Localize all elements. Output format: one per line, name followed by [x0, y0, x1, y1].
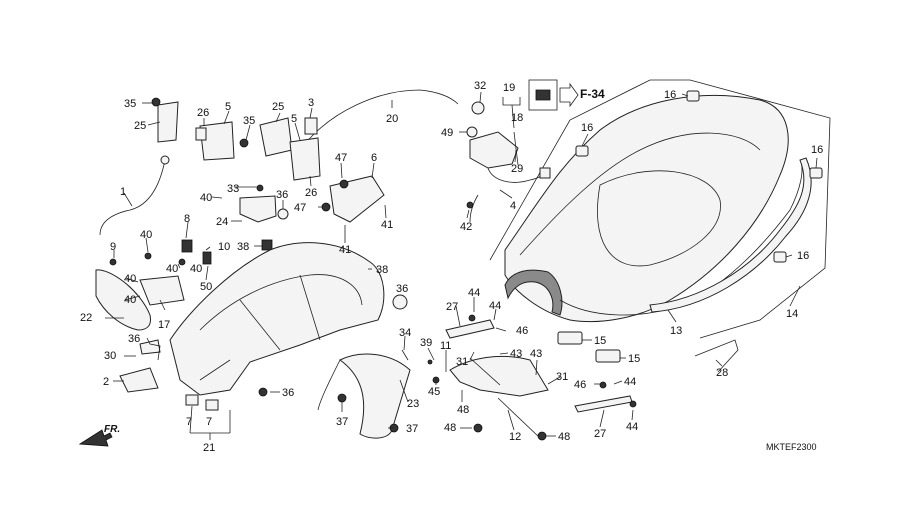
callout: 47: [335, 152, 347, 164]
callout: 36: [396, 283, 408, 295]
callout: 40: [200, 192, 212, 204]
callout: 45: [428, 386, 440, 398]
callout: 44: [624, 376, 636, 388]
callout: 13: [670, 325, 682, 337]
callout: 8: [184, 213, 190, 225]
callout: 16: [581, 122, 593, 134]
callout: 40: [140, 229, 152, 241]
callout: 44: [626, 421, 638, 433]
seat-damper-group: [427, 314, 637, 441]
callout: 44: [468, 287, 480, 299]
tail-cover-group: [95, 239, 212, 393]
mudguard: [317, 349, 411, 439]
callout: 46: [574, 379, 586, 391]
callout: 37: [336, 416, 348, 428]
callout: 16: [811, 144, 823, 156]
callout: 38: [376, 264, 388, 276]
callout: 30: [104, 350, 116, 362]
callout: 40: [124, 294, 136, 306]
callout: 33: [227, 183, 239, 195]
callout: 43: [530, 348, 542, 360]
callout: 2: [103, 376, 109, 388]
reference-label: F-34: [580, 87, 605, 101]
callout: 43: [510, 348, 522, 360]
callout: 11: [440, 340, 451, 352]
callout: 29: [511, 163, 523, 175]
callout: 23: [407, 398, 419, 410]
callout: 35: [124, 98, 136, 110]
callout: 17: [158, 319, 170, 331]
callout: 25: [272, 101, 284, 113]
callout: 41: [381, 219, 393, 231]
callout-labels: 35 25 1 26 5 35 25 5 3 20 26 33 40 36 24…: [80, 80, 823, 454]
callout: 32: [474, 80, 486, 92]
callout: 16: [664, 89, 676, 101]
callout: 15: [628, 353, 640, 365]
callout: 46: [516, 325, 528, 337]
callout: 39: [420, 337, 432, 349]
callout: 40: [166, 263, 178, 275]
diagram-code: MKTEF2300: [766, 442, 817, 452]
callout: 36: [282, 387, 294, 399]
callout: 40: [190, 263, 202, 275]
callout: 22: [80, 312, 92, 324]
callout: 5: [225, 101, 231, 113]
callout: 50: [200, 281, 212, 293]
callout: 7: [206, 416, 212, 428]
callout: 38: [237, 241, 249, 253]
callout: 19: [503, 82, 515, 94]
callout: 27: [446, 301, 458, 313]
callout: 26: [197, 107, 209, 119]
callout: 31: [556, 371, 568, 383]
callout: 37: [406, 423, 418, 435]
leader-lines: [105, 91, 818, 440]
callout: 20: [386, 113, 398, 125]
callout: 5: [291, 113, 297, 125]
front-direction-arrow: FR.: [78, 424, 120, 447]
callout: 16: [797, 250, 809, 262]
callout: 41: [339, 244, 351, 256]
callout: 48: [457, 404, 469, 416]
release-cable-group: [99, 97, 408, 310]
callout: 10: [218, 241, 230, 253]
callout: 21: [203, 442, 215, 454]
callout: 31: [456, 356, 468, 368]
callout: 12: [509, 431, 521, 443]
callout: 47: [294, 202, 306, 214]
callout: 44: [489, 300, 501, 312]
callout: 26: [305, 187, 317, 199]
callout: 42: [460, 221, 472, 233]
callout: 3: [308, 97, 314, 109]
callout: 28: [716, 367, 728, 379]
callout: 36: [276, 189, 288, 201]
callout: 6: [371, 152, 377, 164]
callout: 25: [134, 120, 146, 132]
callout: 24: [216, 216, 228, 228]
callout: 1: [120, 186, 126, 198]
callout: 48: [444, 422, 456, 434]
callout: 40: [124, 273, 136, 285]
callout: 34: [399, 327, 411, 339]
callout: 14: [786, 308, 798, 320]
callout: 36: [128, 333, 140, 345]
callout: 4: [510, 200, 516, 212]
rear-undertray: [169, 242, 385, 411]
callout: 18: [511, 112, 523, 124]
callout: 49: [441, 127, 453, 139]
callout: 35: [243, 115, 255, 127]
seat-latch-assembly: [299, 89, 551, 223]
callout: 48: [558, 431, 570, 443]
callout: 27: [594, 428, 606, 440]
callout: 9: [110, 241, 116, 253]
callout: 7: [186, 416, 192, 428]
seat-assembly: [489, 79, 831, 373]
callout: 15: [594, 335, 606, 347]
front-marker-label: FR.: [104, 424, 120, 435]
